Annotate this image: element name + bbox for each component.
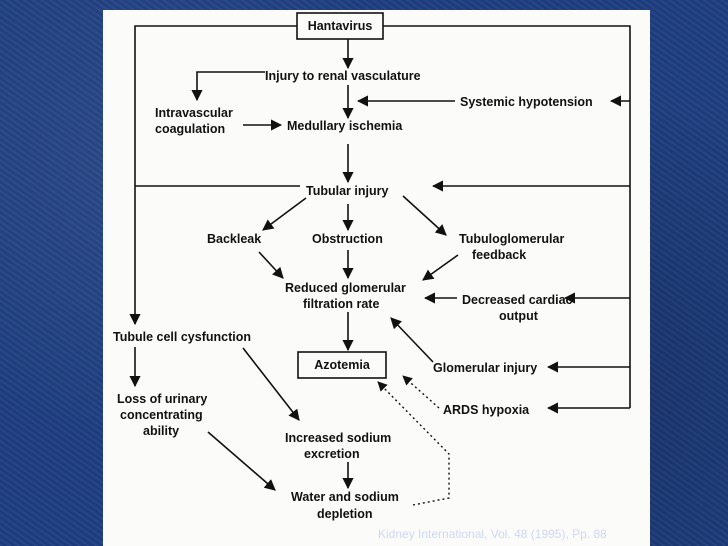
flow-diagram: Hantavirus Injury to renal vasculature S… — [113, 12, 631, 521]
node-backleak: Backleak — [207, 232, 261, 246]
line-hantavirus-to-tubule-dysfunction — [129, 25, 297, 326]
arrow-loss-urinary-to-water — [207, 431, 276, 491]
citation: Kidney International, Vol. 48 (1995), Pp… — [378, 527, 607, 541]
node-medullary-ischemia: Medullary ischemia — [287, 119, 403, 133]
node-water-sodium-line2: depletion — [317, 507, 373, 521]
node-tubule-cell-dysfunction: Tubule cell cysfunction — [113, 330, 251, 344]
node-tubuloglomerular-line2: feedback — [472, 248, 526, 262]
dotted-ards-to-azotemia — [402, 375, 440, 409]
node-glomerular-injury: Glomerular injury — [433, 361, 537, 375]
node-azotemia: Azotemia — [314, 358, 371, 372]
node-ards-hypoxia: ARDS hypoxia — [443, 403, 530, 417]
arrow-injury-to-intravascular — [191, 71, 265, 102]
node-decreased-cardiac-line2: output — [499, 309, 539, 323]
arrow-tubular-to-tubuloglomerular — [402, 195, 447, 236]
node-decreased-cardiac-line1: Decreased cardiac — [462, 293, 573, 307]
node-loss-urinary-line3: ability — [143, 424, 179, 438]
node-reduced-gfr-line2: filtration rate — [303, 297, 379, 311]
node-hantavirus: Hantavirus — [308, 19, 373, 33]
arrow-tubuloglomerular-to-gfr — [422, 254, 459, 281]
node-loss-urinary-line2: concentrating — [120, 408, 203, 422]
node-reduced-gfr-line1: Reduced glomerular — [285, 281, 406, 295]
node-injury-renal-vasculature: Injury to renal vasculature — [265, 69, 421, 83]
node-increased-sodium-line1: Increased sodium — [285, 431, 391, 445]
arrow-backleak-to-gfr — [258, 251, 284, 279]
azotemia-box — [297, 351, 387, 379]
arrow-glomerular-to-gfr — [390, 317, 434, 363]
arrow-tubular-to-backleak — [262, 197, 307, 231]
arrow-dysfunction-to-increased-sodium — [242, 347, 300, 421]
node-loss-urinary-line1: Loss of urinary — [117, 392, 207, 406]
node-increased-sodium-line2: excretion — [304, 447, 360, 461]
node-intravascular-line1: Intravascular — [155, 106, 233, 120]
node-intravascular-line2: coagulation — [155, 122, 225, 136]
node-systemic-hypotension: Systemic hypotension — [460, 95, 593, 109]
node-tubular-injury: Tubular injury — [306, 184, 388, 198]
node-water-sodium-line1: Water and sodium — [291, 490, 399, 504]
dotted-water-to-azotemia — [377, 381, 450, 506]
node-tubuloglomerular-line1: Tubuloglomerular — [459, 232, 564, 246]
line-hantavirus-right-bus — [383, 25, 631, 408]
node-obstruction: Obstruction — [312, 232, 383, 246]
